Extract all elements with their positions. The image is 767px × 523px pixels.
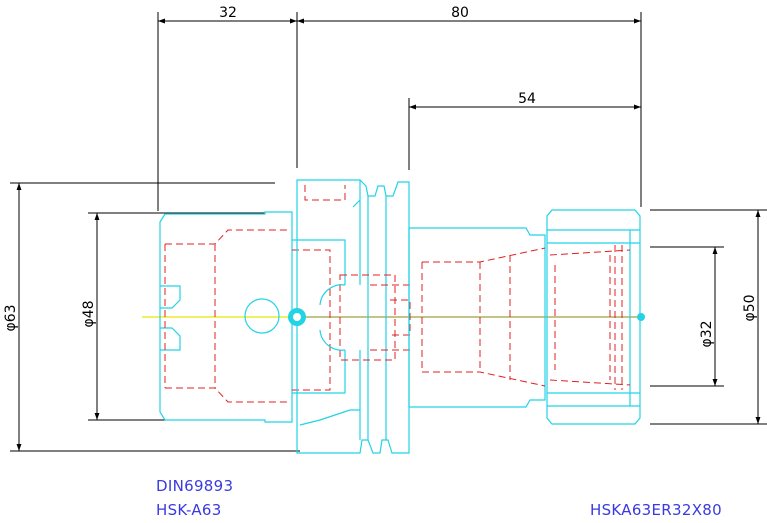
spindle-arc xyxy=(319,284,346,306)
dim-phi63-label: φ63 xyxy=(3,304,19,331)
hsk-shank-hidden xyxy=(164,229,331,403)
dimension-lines xyxy=(10,12,767,452)
body-outline xyxy=(408,227,546,408)
interface-label: HSK-A63 xyxy=(156,501,222,519)
dim-phi50-label: φ50 xyxy=(742,294,758,321)
tool-point-marker xyxy=(637,313,645,321)
dim-phi32-label: φ32 xyxy=(699,320,715,347)
hsk-shank-outline xyxy=(159,211,346,423)
dim-phi48-label: φ48 xyxy=(81,300,97,327)
spindle-arc-lower xyxy=(319,329,346,351)
dim-32-label: 32 xyxy=(219,5,237,21)
collet-nut-outline xyxy=(546,209,641,425)
dim-54-label: 54 xyxy=(518,91,536,107)
part-number-label: HSKA63ER32X80 xyxy=(590,501,722,519)
flange-hidden xyxy=(304,185,411,361)
dim-80-label: 80 xyxy=(451,5,469,21)
body-hidden xyxy=(421,247,546,387)
standard-label: DIN69893 xyxy=(156,477,234,495)
collet-hidden xyxy=(549,245,631,390)
